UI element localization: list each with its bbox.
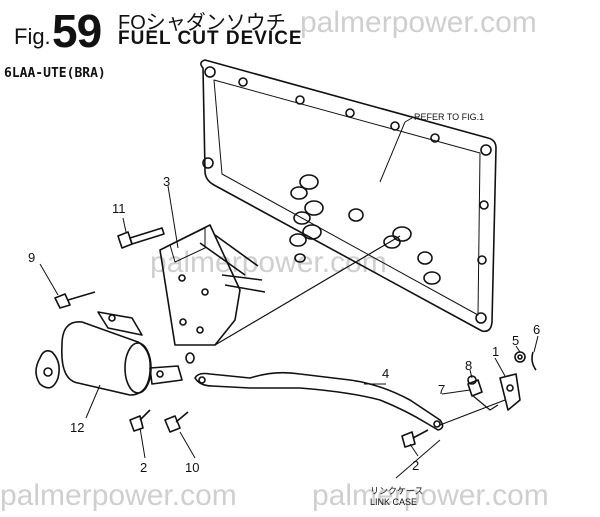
callout-6: 6 xyxy=(533,322,540,337)
bolt-2-right xyxy=(401,429,429,448)
title-japanese: FOシャダンソウチ xyxy=(118,12,286,34)
callout-4: 4 xyxy=(382,366,389,381)
callout-9: 9 xyxy=(28,250,35,265)
title-english: FUEL CUT DEVICE xyxy=(118,28,303,49)
watermark-middle: palmerpower.com xyxy=(150,246,387,279)
link-case-en: LINK CASE xyxy=(370,497,417,507)
fuel-cut-solenoid xyxy=(35,311,183,396)
callout-12: 12 xyxy=(70,420,84,435)
bolt-9 xyxy=(54,291,96,309)
mounting-bracket xyxy=(159,224,401,346)
washer-small xyxy=(185,352,195,364)
callout-8: 8 xyxy=(465,358,472,373)
callout-7: 7 xyxy=(438,382,445,397)
bolt-11 xyxy=(117,227,165,249)
callout-10: 10 xyxy=(185,460,199,475)
model-code: 6LAA-UTE(BRA) xyxy=(4,66,106,81)
figure-number: 59 xyxy=(52,5,102,57)
watermark-bottom-left: palmerpower.com xyxy=(0,479,237,512)
callout-1: 1 xyxy=(492,344,499,359)
refer-note: REFER TO FIG.1 xyxy=(414,112,484,122)
link-rod xyxy=(194,371,506,431)
stop-lever xyxy=(467,373,521,411)
callout-11: 11 xyxy=(112,201,126,216)
bolt-10 xyxy=(164,411,189,433)
bolt-2-left xyxy=(129,409,151,432)
engine-cover-plate xyxy=(200,59,497,333)
washer-5 xyxy=(514,351,526,363)
watermark-bottom-right: palmerpower.com xyxy=(312,479,549,512)
link-case-jp: リンクケース xyxy=(370,486,424,496)
callout-5: 5 xyxy=(512,333,519,348)
figure-prefix: Fig. xyxy=(14,24,51,49)
callout-2-left: 2 xyxy=(140,460,147,475)
callout-2-right: 2 xyxy=(412,458,419,473)
watermark-top: palmerpower.com xyxy=(300,6,537,39)
pin-6 xyxy=(531,351,537,371)
callout-3: 3 xyxy=(163,174,170,189)
